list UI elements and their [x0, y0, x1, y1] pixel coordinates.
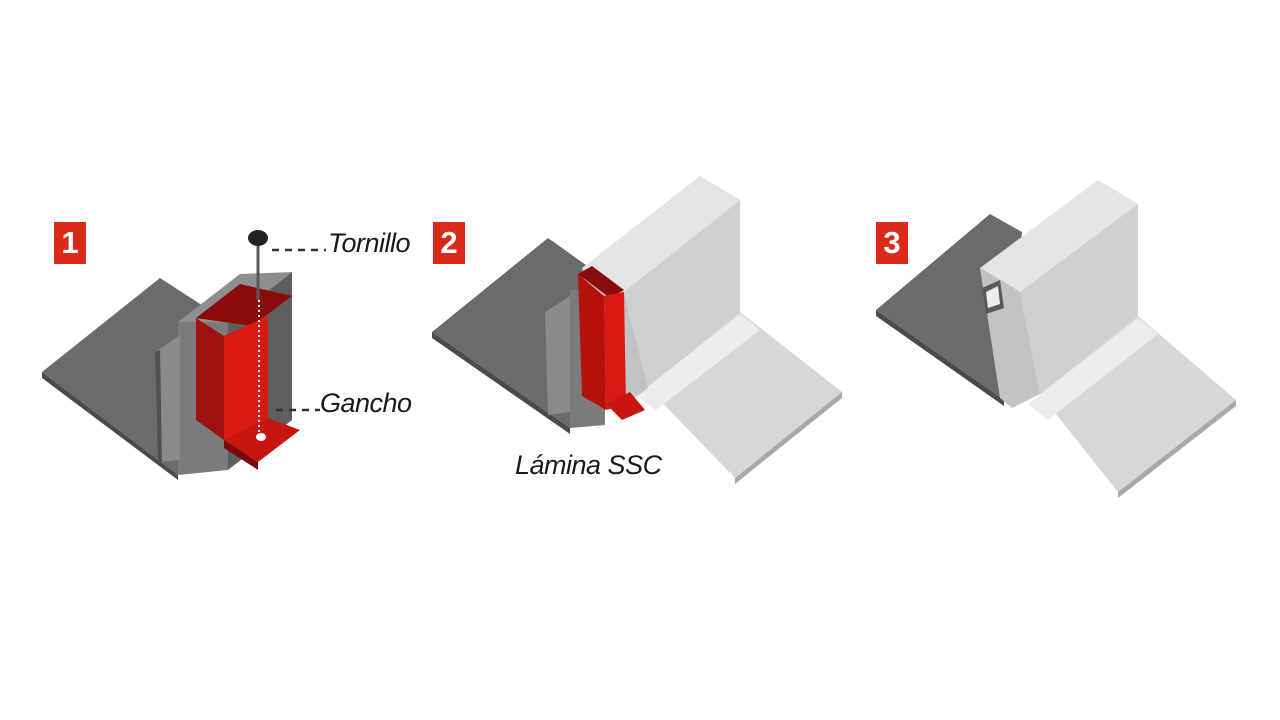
base-plate-edge — [432, 332, 570, 434]
screw-head — [248, 230, 268, 246]
panel-rib-top — [980, 180, 1138, 292]
step-badge-2: 2 — [433, 222, 465, 264]
label-lamina-ssc: Lámina SSC — [515, 450, 662, 480]
base-plate-edge — [42, 372, 178, 480]
step-badge-1: 1 — [54, 222, 86, 264]
panel-rib-top — [582, 176, 740, 292]
panel-groove — [636, 314, 760, 410]
label-tornillo: Tornillo — [328, 228, 411, 258]
upright-lip-side — [155, 350, 162, 462]
hook-back — [578, 274, 606, 410]
hook-front — [604, 292, 626, 410]
hook-back — [196, 318, 224, 440]
hook-top — [578, 266, 624, 298]
step-3-illustration — [876, 180, 1236, 498]
seam-clip-inner — [986, 286, 1000, 308]
step-2-illustration — [432, 176, 842, 484]
panel-rib-side — [624, 200, 740, 388]
hook-top — [196, 284, 292, 326]
base-plate — [876, 214, 1022, 400]
hook-front — [224, 316, 268, 440]
panel-rib-side — [1020, 204, 1138, 394]
hook-hole — [256, 433, 266, 441]
base-plate-edge — [876, 310, 1004, 406]
upright-lip — [545, 296, 570, 415]
label-gancho: Gancho — [320, 388, 412, 418]
hook-foot-edge — [224, 440, 258, 470]
step-badge-3: 3 — [876, 222, 908, 264]
panel-edge — [1118, 400, 1236, 498]
hook-foot — [606, 392, 645, 420]
step-1-illustration — [42, 230, 326, 480]
panel-edge — [735, 392, 842, 484]
panel-groove — [1028, 318, 1158, 420]
